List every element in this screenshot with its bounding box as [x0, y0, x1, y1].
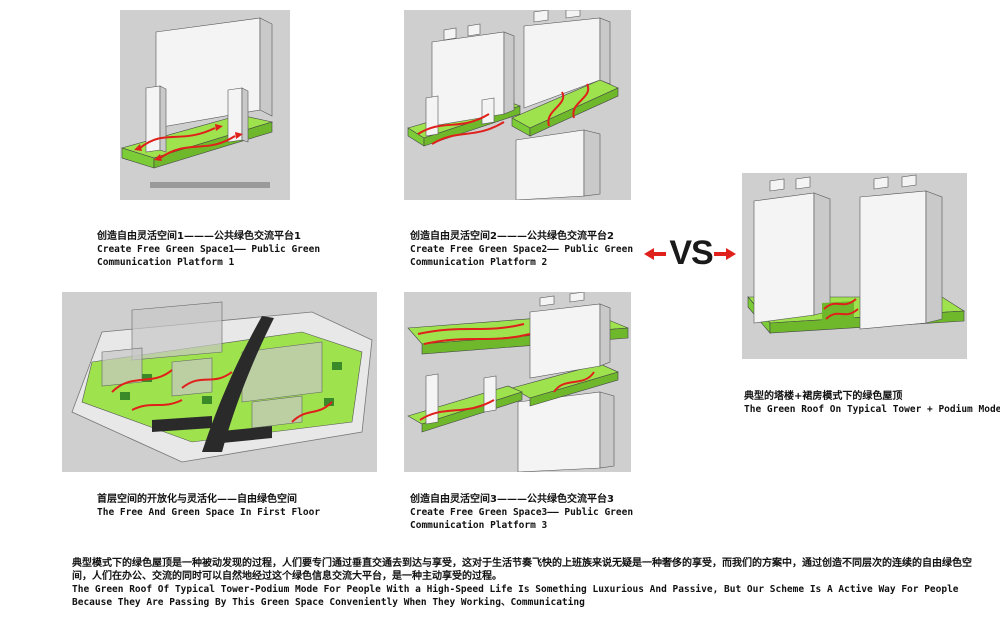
model-space-2	[407, 10, 619, 200]
vs-comparison: VS	[640, 232, 740, 276]
summary-en: The Green Roof Of Typical Tower-Podium M…	[72, 584, 959, 608]
caption-first-floor-en: The Free And Green Space In First Floor	[97, 507, 321, 518]
caption-space-2-en-line2: Communication Platform 2	[410, 257, 548, 268]
caption-typical: 典型的塔楼+裙房模式下的绿色屋顶 The Green Roof On Typic…	[744, 390, 1000, 416]
caption-space-2-zh: 创造自由灵活空间2———公共绿色交流平台2	[410, 231, 614, 242]
caption-space-1-en-line2: Communication Platform 1	[97, 257, 235, 268]
model-typical	[747, 174, 965, 334]
summary-zh: 典型模式下的绿色屋顶是一种被动发现的过程，人们要专门通过垂直交通去到达与享受，这…	[72, 558, 972, 582]
model-space-3	[407, 292, 629, 472]
diagram-typical-tower-podium	[742, 173, 967, 359]
caption-space-2-en-line1: Create Free Green Space2—— Public Green	[410, 244, 634, 255]
model-first-floor	[71, 301, 373, 463]
caption-space-3-en-line2: Communication Platform 3	[410, 520, 548, 531]
caption-space-1-zh: 创造自由灵活空间1———公共绿色交流平台1	[97, 231, 301, 242]
caption-space-1-en-line1: Create Free Green Space1—— Public Green	[97, 244, 321, 255]
caption-space-3-en-line1: Create Free Green Space3—— Public Green	[410, 507, 634, 518]
caption-typical-zh: 典型的塔楼+裙房模式下的绿色屋顶	[744, 391, 903, 402]
caption-space-3-zh: 创造自由灵活空间3———公共绿色交流平台3	[410, 494, 614, 505]
summary-text: 典型模式下的绿色屋顶是一种被动发现的过程，人们要专门通过垂直交通去到达与享受，这…	[72, 557, 987, 609]
arrow-right-icon	[714, 248, 736, 260]
caption-first-floor-zh: 首层空间的开放化与灵活化——自由绿色空间	[97, 494, 297, 505]
diagram-free-green-space-3	[404, 292, 631, 472]
caption-first-floor: 首层空间的开放化与灵活化——自由绿色空间 The Free And Green …	[97, 493, 320, 519]
diagram-free-green-space-2	[404, 10, 631, 200]
arrow-left-icon	[644, 248, 666, 260]
caption-typical-en: The Green Roof On Typical Tower + Podium…	[744, 404, 1000, 415]
caption-space-3: 创造自由灵活空间3———公共绿色交流平台3 Create Free Green …	[410, 493, 633, 532]
diagram-free-green-space-1	[120, 10, 290, 200]
diagram-first-floor	[62, 292, 377, 472]
caption-space-2: 创造自由灵活空间2———公共绿色交流平台2 Create Free Green …	[410, 230, 633, 269]
caption-space-1: 创造自由灵活空间1———公共绿色交流平台1 Create Free Green …	[97, 230, 320, 269]
vs-label: VS	[669, 234, 713, 272]
model-space-1	[120, 17, 274, 188]
